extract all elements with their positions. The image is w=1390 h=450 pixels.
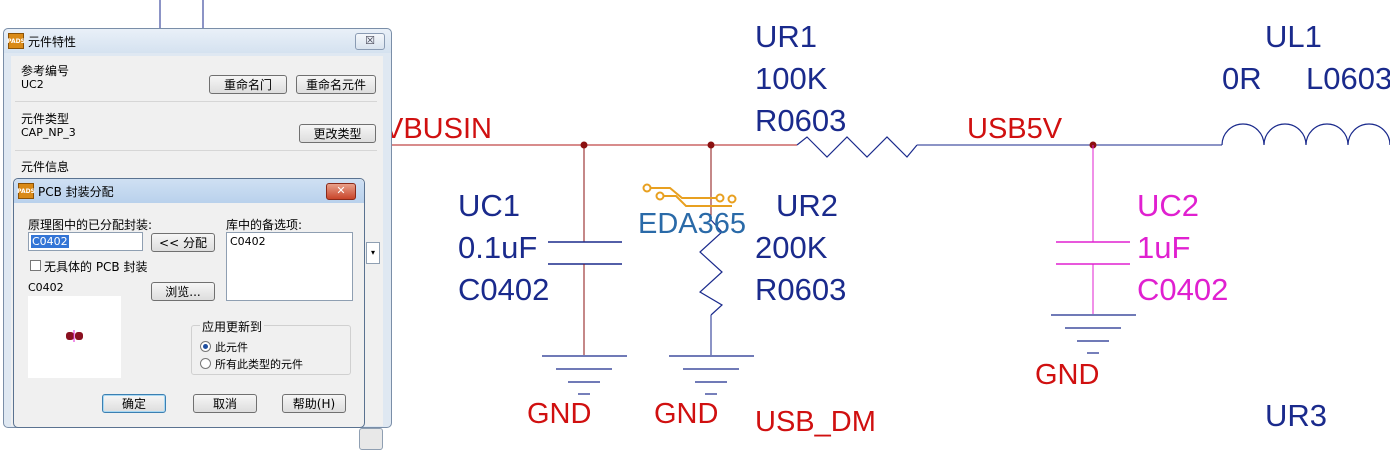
uc2-ref[interactable]: UC2 xyxy=(1137,188,1200,223)
decal-footprint-icon xyxy=(66,330,83,342)
ur1-value[interactable]: 100K xyxy=(755,61,828,96)
apply-all-radio[interactable] xyxy=(200,358,211,369)
gnd-label[interactable]: GND xyxy=(1035,359,1100,391)
rename-part-button[interactable]: 重命名元件 xyxy=(296,75,376,94)
library-alternates-list[interactable]: C0402 xyxy=(226,232,353,301)
assigned-decal-value: C0402 xyxy=(31,235,69,248)
gnd-label[interactable]: GND xyxy=(527,398,592,430)
assigned-decal-field[interactable]: C0402 xyxy=(28,232,143,251)
uc1-footprint[interactable]: C0402 xyxy=(458,272,550,307)
ul1-ref[interactable]: UL1 xyxy=(1265,19,1322,54)
pcb-decal-dialog: PADS PCB 封装分配 ✕ 原理图中的已分配封装: C0402 << 分配 … xyxy=(13,178,365,428)
ur1-footprint[interactable]: R0603 xyxy=(755,103,847,138)
info-group-label: 元件信息 xyxy=(21,160,70,174)
rename-gate-button[interactable]: 重命名门 xyxy=(209,75,287,94)
gnd-symbol[interactable] xyxy=(542,355,627,395)
divider xyxy=(15,101,377,102)
ur2-value[interactable]: 200K xyxy=(755,230,828,265)
assigned-decal-label: 原理图中的已分配封装: xyxy=(28,218,153,232)
eda365-watermark: EDA365 xyxy=(638,208,747,240)
close-button[interactable]: ☒ xyxy=(355,33,385,50)
uc2-footprint[interactable]: C0402 xyxy=(1137,272,1229,307)
net-label-vbusin[interactable]: VBUSIN xyxy=(384,113,492,145)
assign-button[interactable]: << 分配 xyxy=(151,233,215,252)
apply-this-label: 此元件 xyxy=(215,341,248,354)
pads-app-icon: PADS xyxy=(7,33,25,49)
gnd-symbol[interactable] xyxy=(1051,314,1136,354)
gnd-symbol[interactable] xyxy=(669,355,754,395)
uc1-ref[interactable]: UC1 xyxy=(458,188,521,223)
change-type-button[interactable]: 更改类型 xyxy=(299,124,376,143)
resistor-ur2-symbol[interactable] xyxy=(698,219,724,316)
uc1-value[interactable]: 0.1uF xyxy=(458,230,538,265)
apply-this-radio[interactable] xyxy=(200,341,211,352)
divider xyxy=(15,150,377,151)
apply-all-label: 所有此类型的元件 xyxy=(215,358,303,371)
browse-button[interactable]: 浏览... xyxy=(151,282,215,301)
apply-update-group: 应用更新到 此元件 所有此类型的元件 xyxy=(191,318,351,375)
partial-button[interactable] xyxy=(359,428,383,450)
schematic-canvas[interactable] xyxy=(0,0,1390,423)
ur1-ref[interactable]: UR1 xyxy=(755,19,818,54)
uc2-value[interactable]: 1uF xyxy=(1137,230,1191,265)
ul1-value[interactable]: 0R xyxy=(1222,61,1262,96)
decal-preview-name: C0402 xyxy=(28,281,64,294)
dialog-title: PCB 封装分配 xyxy=(38,184,114,199)
dialog-title: 元件特性 xyxy=(28,34,77,49)
ul1-footprint[interactable]: L0603 xyxy=(1306,61,1390,96)
type-value: CAP_NP_3 xyxy=(21,126,76,139)
dropdown-arrow-icon[interactable]: ▾ xyxy=(366,242,380,264)
type-group-label: 元件类型 xyxy=(21,112,70,126)
cancel-button[interactable]: 取消 xyxy=(193,394,257,413)
resistor-ur1-symbol[interactable] xyxy=(796,136,918,158)
no-specific-decal-label: 无具体的 PCB 封装 xyxy=(44,260,148,274)
library-alternates-label: 库中的备选项: xyxy=(226,218,303,232)
ur2-ref[interactable]: UR2 xyxy=(776,188,839,223)
close-button[interactable]: ✕ xyxy=(326,183,356,200)
list-item[interactable]: C0402 xyxy=(230,235,266,248)
net-label-usb5v[interactable]: USB5V xyxy=(967,113,1063,145)
pads-app-icon: PADS xyxy=(17,183,35,199)
dialog-titlebar[interactable]: PADS 元件特性 ☒ xyxy=(4,29,391,53)
apply-update-label: 应用更新到 xyxy=(200,318,265,335)
ok-button[interactable]: 确定 xyxy=(102,394,166,413)
no-specific-decal-checkbox[interactable] xyxy=(30,260,41,271)
eda365-logo-trace xyxy=(642,183,737,207)
inductor-ul1-symbol[interactable] xyxy=(1221,123,1390,146)
gnd-label[interactable]: GND xyxy=(654,398,719,430)
dialog-titlebar[interactable]: PADS PCB 封装分配 ✕ xyxy=(14,179,364,203)
help-button[interactable]: 帮助(H) xyxy=(282,394,346,413)
ur3-ref[interactable]: UR3 xyxy=(1265,398,1328,433)
ref-value: UC2 xyxy=(21,78,44,91)
ur2-footprint[interactable]: R0603 xyxy=(755,272,847,307)
ref-group-label: 参考编号 xyxy=(21,64,70,78)
decal-preview xyxy=(28,296,121,378)
